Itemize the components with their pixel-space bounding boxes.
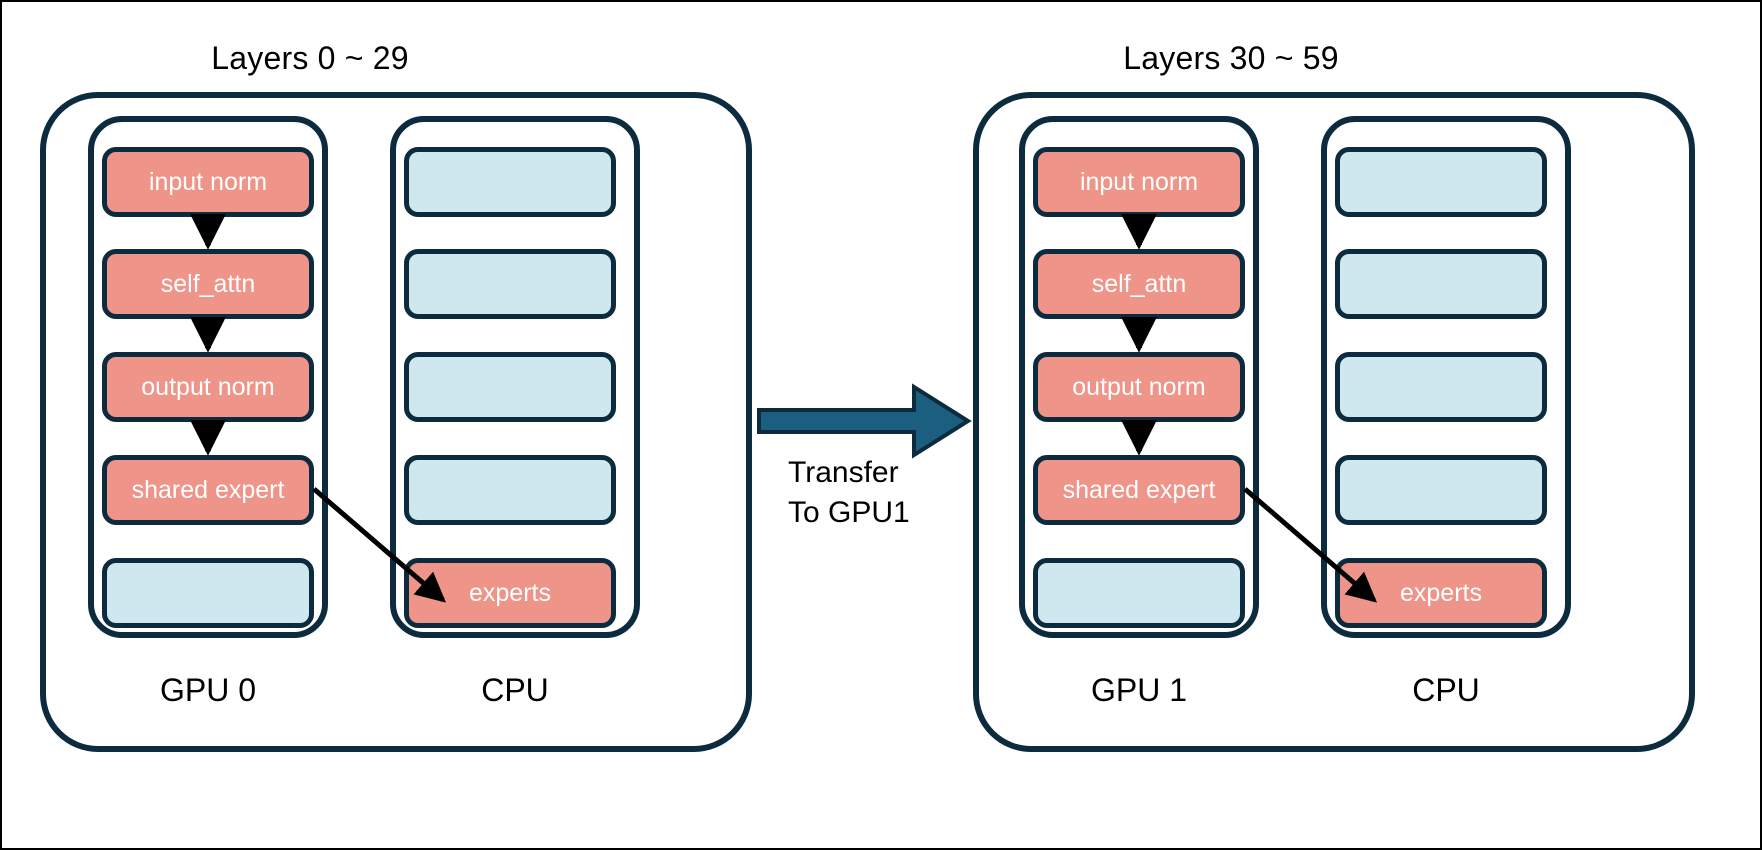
block-shared-expert-gpu1[interactable]: shared expert [1033,455,1245,525]
device-caption-gpu-0: GPU 0 [159,672,257,708]
block-experts-cpu1[interactable]: experts [1335,558,1547,628]
block-input-norm-gpu0[interactable]: input norm [102,147,314,217]
block-shared-expert-gpu0[interactable]: shared expert [102,455,314,525]
block-expert-slot-4-cpu0[interactable] [404,455,616,525]
block-label: input norm [148,167,268,196]
device-caption-gpu-1: GPU 1 [1090,672,1188,708]
device-caption-cpu-1: CPU [1412,672,1480,708]
block-empty-gpu0[interactable] [102,558,314,628]
block-expert-slot-1-cpu1[interactable] [1335,147,1547,217]
block-output-norm-gpu1[interactable]: output norm [1033,352,1245,422]
transfer-label-line1: Transfer [788,456,899,489]
block-empty-gpu1[interactable] [1033,558,1245,628]
device-caption-cpu-0: CPU [481,672,549,708]
block-label: self_attn [1091,269,1187,298]
block-label: shared expert [131,475,285,504]
block-expert-slot-1-cpu0[interactable] [404,147,616,217]
block-self-attn-gpu0[interactable]: self_attn [102,249,314,319]
block-input-norm-gpu1[interactable]: input norm [1033,147,1245,217]
transfer-arrow [757,383,972,459]
block-label: self_attn [160,269,256,298]
block-expert-slot-3-cpu0[interactable] [404,352,616,422]
block-self-attn-gpu1[interactable]: self_attn [1033,249,1245,319]
block-expert-slot-4-cpu1[interactable] [1335,455,1547,525]
block-experts-cpu0[interactable]: experts [404,558,616,628]
block-label: shared expert [1062,475,1216,504]
block-expert-slot-2-cpu0[interactable] [404,249,616,319]
block-label: experts [469,578,551,607]
block-label: input norm [1079,167,1199,196]
block-label: output norm [141,372,275,401]
transfer-label-line2: To GPU1 [788,496,910,529]
block-label: experts [1400,578,1482,607]
block-output-norm-gpu0[interactable]: output norm [102,352,314,422]
panel-title-left: Layers 0 ~ 29 [211,40,409,76]
block-expert-slot-2-cpu1[interactable] [1335,249,1547,319]
block-label: output norm [1072,372,1206,401]
block-expert-slot-3-cpu1[interactable] [1335,352,1547,422]
panel-title-right: Layers 30 ~ 59 [1123,40,1339,76]
